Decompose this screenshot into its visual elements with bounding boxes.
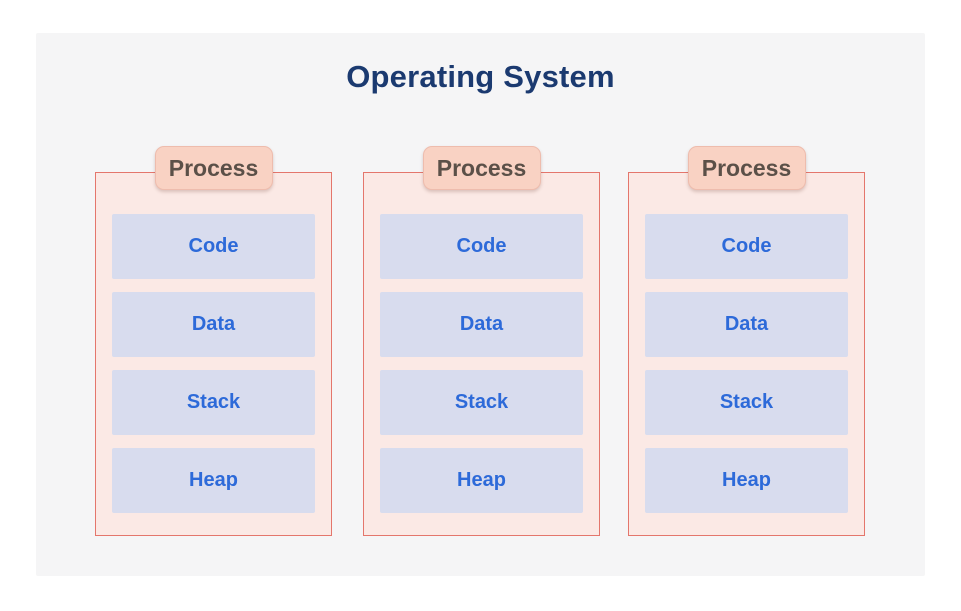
segment-data: Data — [112, 292, 315, 357]
segment-data: Data — [645, 292, 848, 357]
segment-list: Code Data Stack Heap — [645, 214, 848, 513]
segment-list: Code Data Stack Heap — [112, 214, 315, 513]
process-tab: Process — [154, 146, 273, 190]
segment-data: Data — [380, 292, 583, 357]
process-card-2: Process Code Data Stack Heap — [363, 146, 600, 536]
process-card-1: Process Code Data Stack Heap — [95, 146, 332, 536]
diagram-title: Operating System — [346, 59, 615, 94]
segment-list: Code Data Stack Heap — [380, 214, 583, 513]
segment-stack: Stack — [112, 370, 315, 435]
process-tab: Process — [422, 146, 541, 190]
diagram-panel: Operating System Process Code Data Stack… — [36, 33, 925, 576]
process-card-3: Process Code Data Stack Heap — [628, 146, 865, 536]
segment-heap: Heap — [112, 448, 315, 513]
segment-stack: Stack — [645, 370, 848, 435]
segment-code: Code — [645, 214, 848, 279]
segment-code: Code — [380, 214, 583, 279]
segment-heap: Heap — [645, 448, 848, 513]
process-tab: Process — [687, 146, 806, 190]
segment-stack: Stack — [380, 370, 583, 435]
segment-code: Code — [112, 214, 315, 279]
segment-heap: Heap — [380, 448, 583, 513]
